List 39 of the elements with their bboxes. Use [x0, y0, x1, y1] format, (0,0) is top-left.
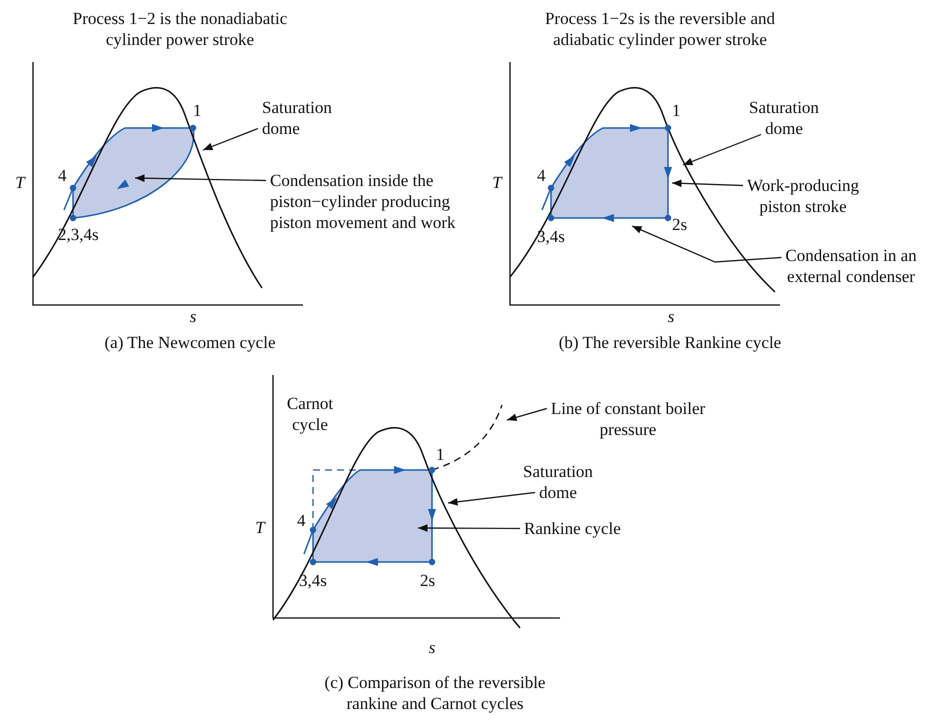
point-label: 3,4s: [299, 570, 328, 591]
callout-label: Work-producing piston stroke: [728, 175, 878, 217]
leader-line: [672, 180, 744, 188]
point-label: 3,4s: [537, 226, 566, 247]
leader-line: [448, 492, 536, 506]
point-label: 4: [297, 510, 306, 531]
leader-line: [134, 174, 266, 182]
point-label: 2s: [420, 570, 436, 591]
panel-heading: Process 1−2s is the reversible and adiabatic cylinder power stroke: [544, 8, 776, 50]
callout-label: Saturation dome: [734, 97, 834, 139]
point-label: 4: [537, 165, 546, 186]
callout-label: Condensation in an external condenser: [766, 245, 935, 287]
point-label: 1: [193, 100, 202, 121]
leader-line: [682, 134, 762, 166]
callout-label: Saturation dome: [262, 97, 362, 139]
leader-line: [506, 408, 547, 422]
panel-heading: Process 1−2 is the nonadiabatic cylinder power stroke: [72, 8, 288, 50]
callout-label: Condensation inside the piston−cylinder producing piston movement and work: [270, 170, 460, 233]
point-label: 1: [436, 444, 446, 465]
axis-label: T: [254, 517, 267, 538]
axis-label: T: [491, 172, 504, 193]
group-label: Carnot cycle: [286, 393, 334, 435]
point-label: 1: [672, 100, 682, 121]
point-label: 2,3,4s: [58, 224, 100, 245]
leader-line: [418, 524, 520, 532]
panel-caption: (c) Comparison of the reversible rankine and Carnot cycles: [324, 672, 546, 714]
callout-label: Saturation dome: [508, 461, 608, 503]
leader-line: [202, 128, 258, 151]
axis-label: s: [666, 306, 676, 327]
point-label: 4: [58, 165, 68, 186]
callout-label: Line of constant boiler pressure: [543, 398, 713, 440]
leader-line: [632, 225, 782, 263]
axis-label: s: [428, 637, 436, 658]
callout-label: Rankine cycle: [524, 518, 654, 539]
axis-label: s: [188, 306, 198, 327]
axis-label: T: [14, 172, 27, 193]
point-label: 2s: [672, 214, 688, 235]
panel-caption: (b) The reversible Rankine cycle: [558, 332, 782, 353]
panel-caption: (a) The Newcomen cycle: [103, 332, 276, 353]
